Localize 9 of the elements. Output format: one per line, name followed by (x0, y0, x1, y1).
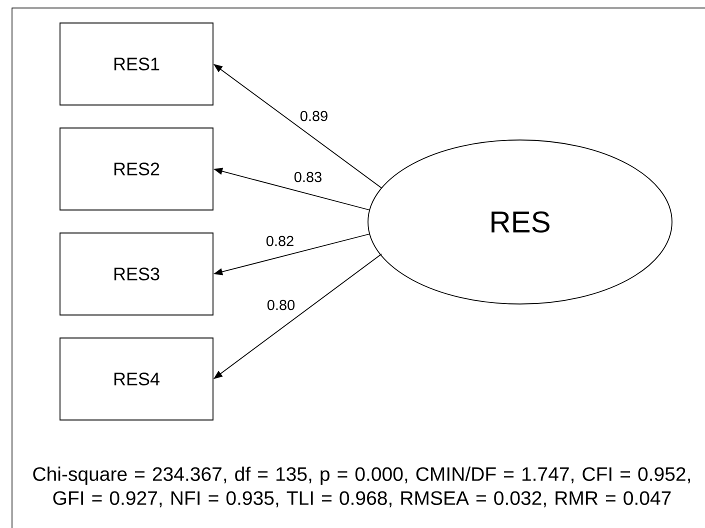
fit-statistics: Chi-square = 234.367, df = 135, p = 0.000, CMIN/DF = 1.747, CFI = 0.952, GFI = 0.927, NFI = 0.935, TLI = 0.968, RMSEA = 0.032, RMR = 0.047 (33, 466, 690, 508)
edge-label: 0.89 (298, 110, 330, 122)
edge-label: 0.82 (264, 234, 296, 248)
variable-box: RES4 (60, 338, 214, 420)
variable-box: RES1 (60, 22, 214, 106)
variable-box: RES3 (60, 232, 214, 316)
variable-box: RES2 (60, 128, 214, 210)
edge-label: 0.83 (292, 170, 324, 184)
edge-label: 0.80 (266, 298, 296, 312)
